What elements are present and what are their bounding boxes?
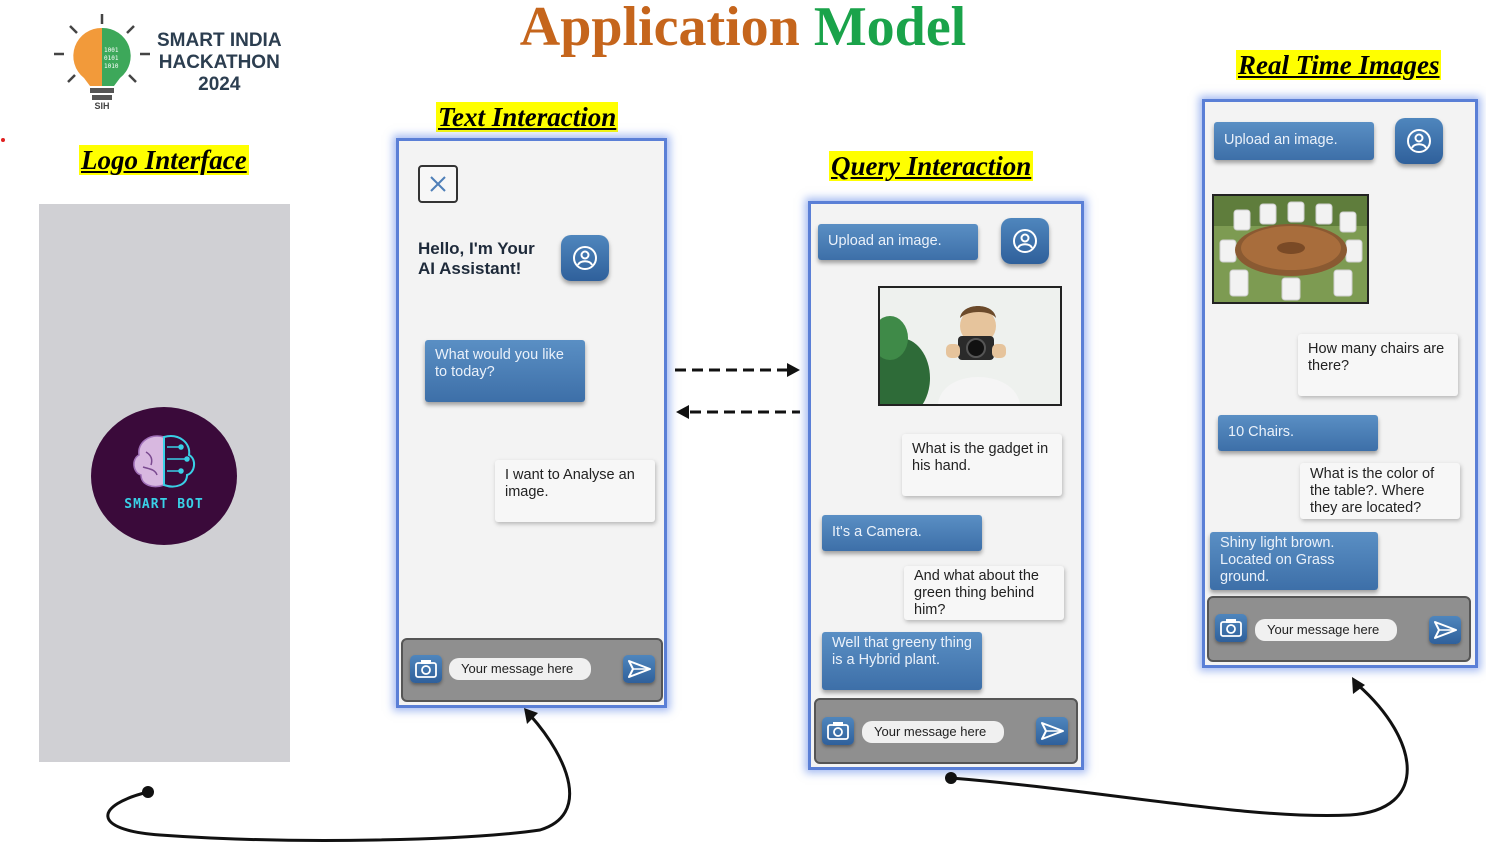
bot-answer-2: Well that greeny thing is a Hybrid plant… [822, 632, 982, 690]
title-part1: Application [519, 0, 800, 58]
profile-button[interactable] [561, 235, 609, 281]
arrow-left-icon [676, 405, 800, 419]
message-input[interactable]: Your message here [862, 721, 1004, 743]
camera-icon [827, 722, 849, 740]
camera-icon [1220, 619, 1242, 637]
title-part2: Model [813, 0, 967, 58]
bot-message: What would you like to today? [425, 340, 585, 402]
bulb-logo-icon: 1001 0101 1010 SIH [54, 14, 150, 111]
smartbot-logo: SMART BOT [91, 407, 237, 545]
label-text-interaction: Text Interaction [436, 102, 619, 132]
user-icon [1013, 229, 1037, 253]
profile-button[interactable] [1001, 218, 1049, 264]
sih-line1: SMART INDIA [157, 30, 282, 51]
sih-line3: 2024 [198, 74, 241, 95]
photographer-photo [880, 288, 1060, 404]
send-icon [1041, 722, 1064, 740]
send-icon [1434, 621, 1457, 639]
sih-logo-text: SMART INDIA HACKATHON 2024 [157, 30, 282, 96]
user-message: I want to Analyse an image. [495, 460, 655, 522]
camera-icon [415, 660, 437, 678]
exchange-arrows [675, 363, 800, 419]
table-chairs-image [1212, 194, 1369, 304]
svg-text:0101: 0101 [104, 55, 119, 62]
camera-button[interactable] [1215, 614, 1247, 642]
bot-answer-2: Shiny light brown. Located on Grass grou… [1210, 532, 1378, 590]
user-icon [573, 246, 597, 270]
message-input-bar: Your message here [814, 698, 1078, 764]
page-title: Application Model [0, 0, 1486, 58]
user-question-1: What is the gadget in his hand. [902, 434, 1062, 496]
sih-logo: 1001 0101 1010 SIH SMART INDIA HACKATHON… [52, 12, 292, 112]
label-real-time-images: Real Time Images [1236, 50, 1442, 80]
message-input-bar: Your message here [1207, 596, 1471, 662]
send-icon [628, 660, 651, 678]
user-icon [1407, 129, 1431, 153]
brain-circuit-icon [133, 435, 195, 488]
query-interaction-phone: Upload an image. What is the gadget in h… [808, 201, 1084, 770]
svg-text:SIH: SIH [94, 101, 109, 111]
user-question-2: What is the color of the table?. Where t… [1300, 463, 1460, 519]
send-button[interactable] [623, 655, 655, 683]
close-button[interactable] [418, 165, 458, 203]
send-button[interactable] [1036, 717, 1068, 745]
close-icon [430, 176, 446, 192]
message-input[interactable]: Your message here [1255, 619, 1397, 641]
label-logo-interface: Logo Interface [79, 145, 249, 175]
camera-button[interactable] [822, 717, 854, 745]
table-chairs-photo [1214, 196, 1367, 302]
red-dot [1, 138, 5, 142]
arrow-right-icon [675, 363, 800, 377]
label-query-interaction: Query Interaction [829, 151, 1034, 181]
real-time-images-phone: Upload an image. [1202, 99, 1478, 668]
smartbot-label: SMART BOT [124, 497, 204, 512]
send-button[interactable] [1429, 616, 1461, 644]
text-interaction-phone: Hello, I'm Your AI Assistant! What would… [396, 138, 667, 708]
sih-line2: HACKATHON [158, 52, 280, 73]
upload-image-label[interactable]: Upload an image. [1214, 122, 1374, 160]
camera-button[interactable] [410, 655, 442, 683]
svg-text:1001: 1001 [104, 47, 119, 54]
assistant-greeting: Hello, I'm Your AI Assistant! [418, 239, 535, 278]
message-input-bar: Your message here [401, 638, 663, 702]
bot-answer-1: 10 Chairs. [1218, 415, 1378, 451]
profile-button[interactable] [1395, 118, 1443, 164]
svg-text:1010: 1010 [104, 63, 119, 70]
user-question-2: And what about the green thing behind hi… [904, 566, 1064, 620]
upload-image-label[interactable]: Upload an image. [818, 224, 978, 260]
photographer-image [878, 286, 1062, 406]
user-question-1: How many chairs are there? [1298, 334, 1458, 396]
bot-answer-1: It's a Camera. [822, 515, 982, 551]
logo-interface-screen: SMART BOT [39, 204, 290, 762]
message-input[interactable]: Your message here [449, 658, 591, 680]
